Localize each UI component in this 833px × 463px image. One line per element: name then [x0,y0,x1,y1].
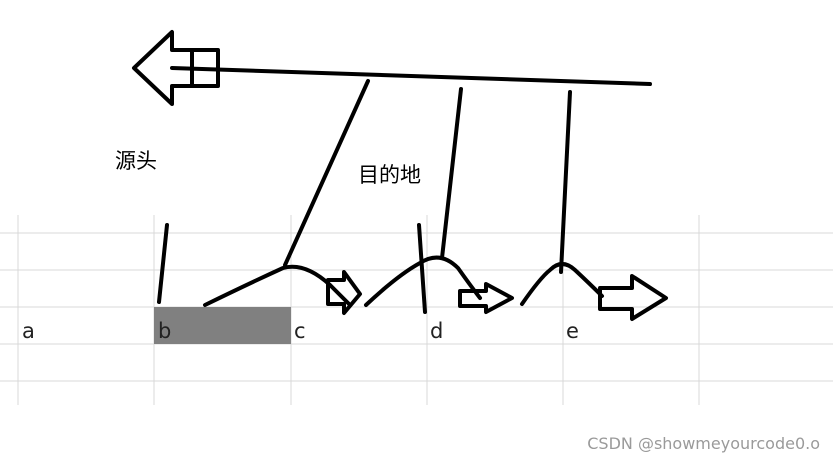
cell-label-e: e [566,319,579,343]
small-right-arrow-icon [598,274,668,321]
highlighted-cell-b [154,307,291,344]
hump-arrow-3 [520,90,668,321]
big-left-arrow-icon [132,30,652,106]
hump-arrow-1 [203,79,370,315]
destination-label: 目的地 [358,163,421,187]
destination-pointer-line [417,223,427,314]
cell-label-d: d [430,319,443,343]
small-right-arrow-icon [458,282,514,314]
cell-label-c: c [294,319,306,343]
source-label: 源头 [115,149,157,173]
small-right-arrow-icon [326,270,362,315]
cell-label-a: a [22,319,35,343]
watermark-text: CSDN @showmeyourcode0.o [587,434,820,453]
cell-label-b: b [158,319,171,343]
spreadsheet-grid [0,215,833,405]
source-pointer-line [157,223,169,304]
hump-arrow-2 [364,87,514,314]
